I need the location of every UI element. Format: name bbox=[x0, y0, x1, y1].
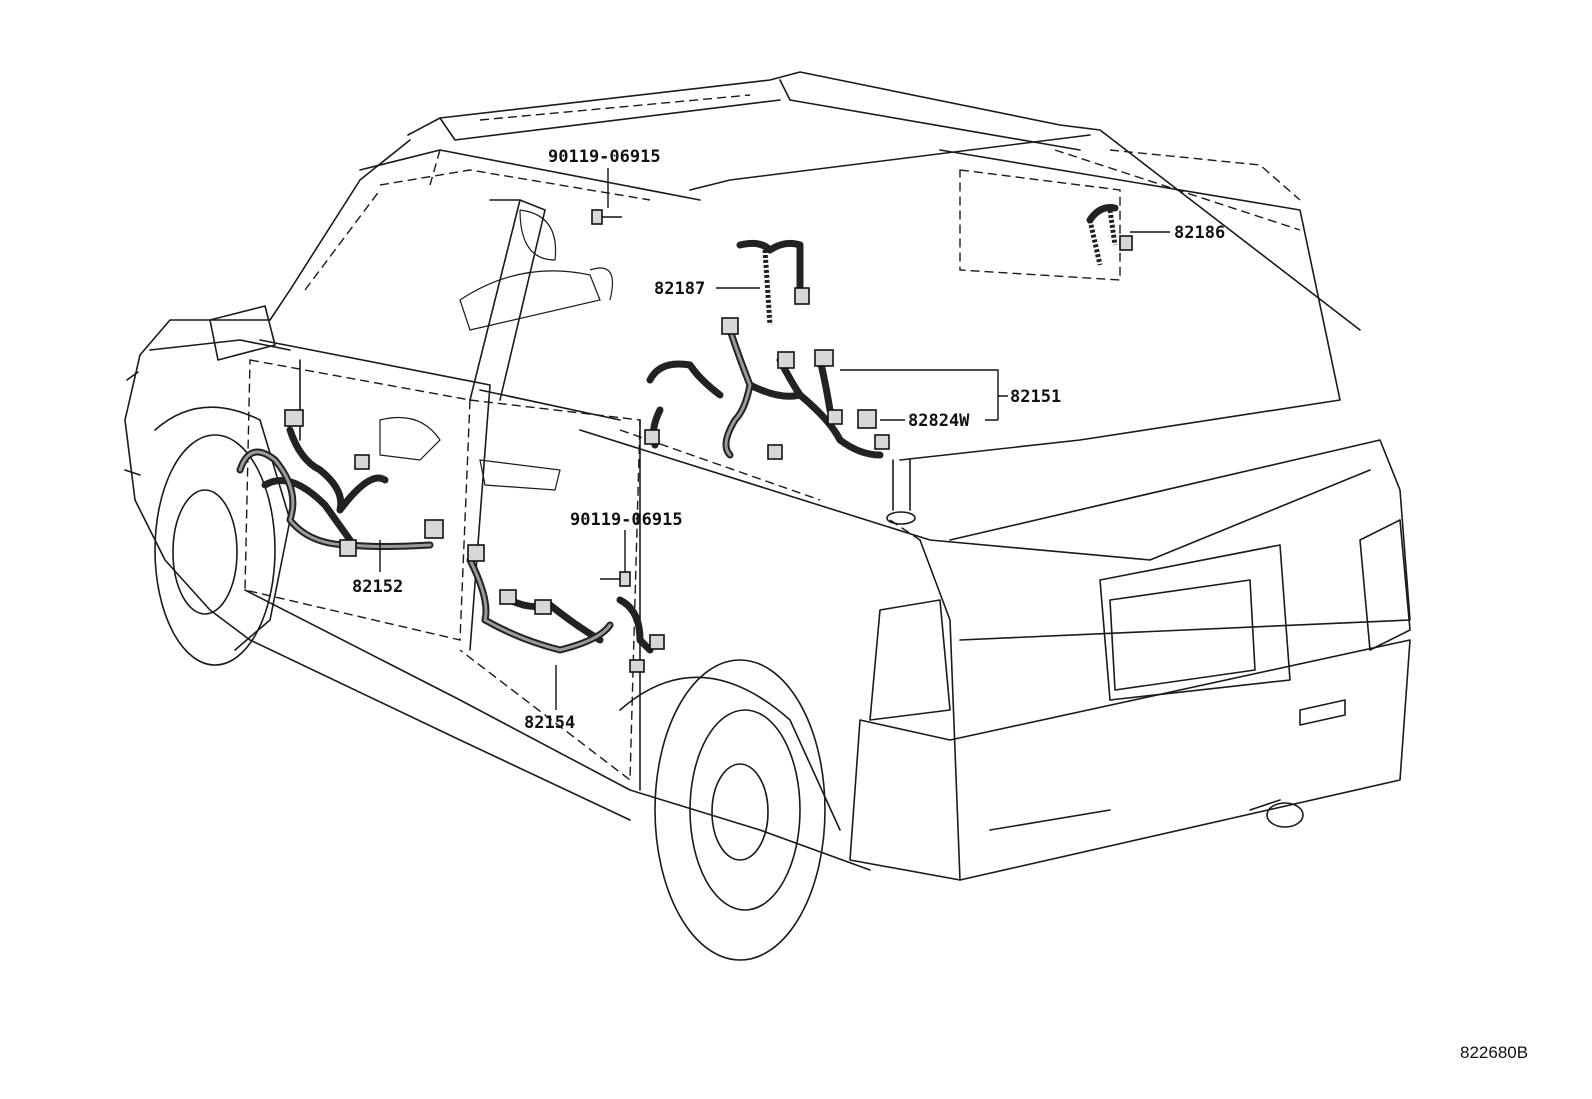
label-82187: 82187 bbox=[654, 279, 705, 299]
connector-82152-c bbox=[339, 539, 357, 557]
connector-82152-a bbox=[284, 409, 304, 427]
connector-82824w bbox=[857, 409, 877, 429]
harness-82154 bbox=[466, 544, 665, 673]
diagram-code: 822680B bbox=[1460, 1043, 1528, 1062]
bolt-upper-icon bbox=[591, 209, 622, 225]
leader-lines bbox=[379, 168, 1170, 710]
connector-82152-b bbox=[424, 519, 444, 539]
connector-82151-d bbox=[827, 409, 843, 425]
label-82151: 82151 bbox=[1010, 387, 1061, 407]
vehicle-outline bbox=[124, 71, 1411, 961]
label-82186: 82186 bbox=[1174, 223, 1225, 243]
connector-82151-f bbox=[644, 429, 660, 445]
connector-82152-d bbox=[354, 454, 370, 470]
label-82152: 82152 bbox=[352, 577, 403, 597]
connector-82151-g bbox=[874, 434, 890, 450]
label-82824w: 82824W bbox=[908, 411, 970, 431]
label-bolt-upper: 90119-06915 bbox=[548, 147, 661, 167]
harness-82151 bbox=[644, 317, 890, 460]
connector-82154-c bbox=[534, 599, 552, 615]
harness-82187 bbox=[736, 239, 810, 326]
connector-82154-a bbox=[467, 544, 485, 562]
label-82154: 82154 bbox=[524, 713, 575, 733]
connector-82154-b bbox=[499, 589, 517, 605]
label-bolt-lower: 90119-06915 bbox=[570, 510, 683, 530]
connector-82186 bbox=[1119, 235, 1133, 251]
connector-82151-a bbox=[721, 317, 739, 335]
connector-82151-e bbox=[767, 444, 783, 460]
harness-82152 bbox=[236, 409, 444, 557]
connector-82187 bbox=[794, 287, 810, 305]
connector-82154-e bbox=[629, 659, 645, 673]
connector-82151-b bbox=[777, 351, 795, 369]
connector-82151-c bbox=[814, 349, 834, 367]
bolt-lower-icon bbox=[600, 571, 631, 587]
connector-82154-d bbox=[649, 634, 665, 650]
harness-82186 bbox=[1086, 204, 1133, 266]
